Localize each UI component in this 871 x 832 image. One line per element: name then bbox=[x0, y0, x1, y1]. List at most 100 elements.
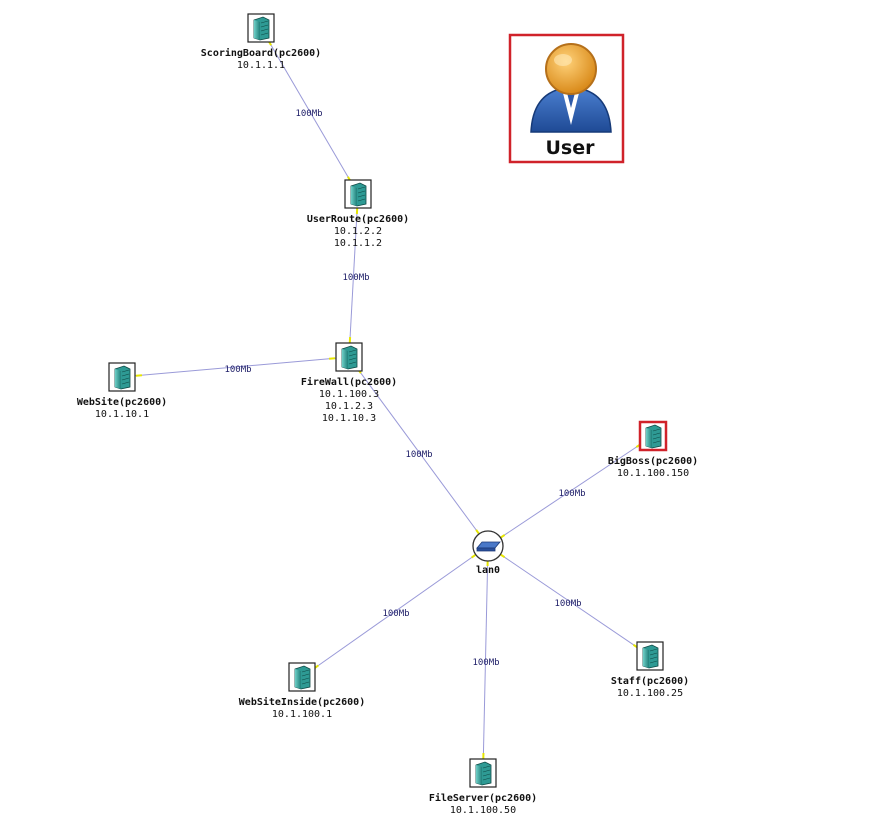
server-icon-vent bbox=[649, 656, 658, 660]
link-line bbox=[348, 193, 359, 358]
nodes-layer: ScoringBoard(pc2600)10.1.1.1UserRoute(pc… bbox=[77, 13, 698, 816]
server-icon bbox=[469, 758, 497, 788]
node-website: WebSite(pc2600)10.1.10.1 bbox=[77, 362, 167, 420]
node-name-label: FireWall(pc2600) bbox=[301, 376, 397, 388]
link-lan0-websiteinside: 100Mb bbox=[301, 545, 489, 678]
server-icon-vent bbox=[301, 681, 310, 685]
server-icon-face bbox=[295, 669, 301, 689]
node-bigboss: BigBoss(pc2600)10.1.100.150 bbox=[608, 420, 698, 479]
node-ip-label: 10.1.100.1 bbox=[272, 709, 332, 720]
server-icon-vent bbox=[357, 194, 366, 198]
user-icon bbox=[530, 43, 612, 133]
server-icon bbox=[335, 342, 363, 372]
server-icon-vent bbox=[301, 673, 310, 677]
user-callout: User bbox=[508, 33, 625, 164]
server-icon-vent bbox=[121, 373, 130, 377]
node-scoringboard: ScoringBoard(pc2600)10.1.1.1 bbox=[201, 13, 321, 71]
server-icon-vent bbox=[652, 436, 661, 440]
links-layer: 100Mb 100Mb 100Mb 100Mb 100Mb 100Mb 100Mb 100Mb bbox=[121, 27, 654, 774]
server-icon-vent bbox=[348, 361, 357, 365]
server-icon-vent bbox=[357, 190, 366, 194]
node-ip-label: 10.1.2.2 bbox=[334, 226, 382, 237]
server-icon-vent bbox=[348, 349, 357, 353]
server-icon-face bbox=[643, 648, 649, 668]
server-icon-vent bbox=[301, 669, 310, 673]
node-name-label: FileServer(pc2600) bbox=[429, 792, 537, 804]
link-line bbox=[121, 356, 350, 378]
lan-switch-icon bbox=[472, 530, 504, 562]
node-ip-label: 10.1.100.150 bbox=[617, 468, 689, 479]
server-icon-face bbox=[115, 369, 121, 389]
server-icon-vent bbox=[357, 198, 366, 202]
node-ip-label: 10.1.10.1 bbox=[95, 409, 149, 420]
server-icon-vent bbox=[652, 428, 661, 432]
server-icon-vent bbox=[482, 777, 491, 781]
node-ip-label: 10.1.10.3 bbox=[322, 413, 376, 424]
node-name-label: Staff(pc2600) bbox=[611, 676, 689, 687]
link-label: 100Mb bbox=[554, 599, 581, 609]
server-icon-vent bbox=[357, 186, 366, 190]
link-lan0-staff: 100Mb bbox=[487, 545, 651, 657]
user-label: User bbox=[546, 137, 596, 159]
server-icon-face bbox=[476, 765, 482, 785]
node-name-label: lan0 bbox=[476, 565, 500, 576]
server-icon-face bbox=[646, 428, 652, 448]
node-websiteinside: WebSiteInside(pc2600)10.1.100.1 bbox=[239, 662, 365, 720]
server-icon bbox=[344, 179, 372, 209]
node-name-label: WebSiteInside(pc2600) bbox=[239, 696, 365, 708]
server-icon-vent bbox=[482, 765, 491, 769]
server-icon bbox=[108, 362, 136, 392]
node-ip-label: 10.1.1.1 bbox=[237, 60, 285, 71]
link-lan0-fileserver: 100Mb bbox=[472, 545, 500, 774]
link-endpoint-marker bbox=[135, 374, 143, 377]
server-icon-vent bbox=[260, 32, 269, 36]
server-icon-vent bbox=[482, 769, 491, 773]
server-icon-vent bbox=[652, 432, 661, 436]
server-icon-vent bbox=[348, 353, 357, 357]
server-icon-face bbox=[254, 20, 260, 40]
server-icon-face bbox=[351, 186, 357, 206]
link-label: 100Mb bbox=[224, 365, 251, 375]
link-line bbox=[482, 545, 489, 774]
node-userroute: UserRoute(pc2600)10.1.2.210.1.1.2 bbox=[307, 179, 409, 249]
link-line bbox=[260, 27, 359, 195]
link-label: 100Mb bbox=[472, 658, 499, 668]
server-icon bbox=[636, 641, 664, 671]
link-label: 100Mb bbox=[342, 273, 369, 283]
server-icon-vent bbox=[649, 652, 658, 656]
node-lan0: lan0 bbox=[472, 530, 504, 576]
server-icon-vent bbox=[121, 369, 130, 373]
server-icon-vent bbox=[301, 677, 310, 681]
server-icon-vent bbox=[652, 440, 661, 444]
link-userroute-firewall: 100Mb bbox=[342, 193, 370, 358]
server-icon-vent bbox=[121, 377, 130, 381]
server-icon bbox=[288, 662, 316, 692]
node-fileserver: FileServer(pc2600)10.1.100.50 bbox=[429, 758, 537, 816]
node-ip-label: 10.1.2.3 bbox=[325, 401, 373, 412]
node-name-label: BigBoss(pc2600) bbox=[608, 455, 698, 467]
server-icon-vent bbox=[482, 773, 491, 777]
node-ip-label: 10.1.100.25 bbox=[617, 688, 683, 699]
server-icon-vent bbox=[121, 381, 130, 385]
node-ip-label: 10.1.100.50 bbox=[450, 805, 516, 816]
link-label: 100Mb bbox=[558, 489, 585, 499]
link-bigboss-lan0: 100Mb bbox=[487, 435, 654, 547]
link-endpoint-marker bbox=[328, 357, 336, 360]
link-label: 100Mb bbox=[405, 450, 432, 460]
server-icon-vent bbox=[260, 20, 269, 24]
link-label: 100Mb bbox=[382, 609, 409, 619]
server-icon bbox=[638, 420, 668, 452]
node-ip-label: 10.1.1.2 bbox=[334, 238, 382, 249]
link-line bbox=[348, 356, 489, 547]
node-staff: Staff(pc2600)10.1.100.25 bbox=[611, 641, 689, 699]
server-icon-vent bbox=[348, 357, 357, 361]
node-name-label: ScoringBoard(pc2600) bbox=[201, 47, 321, 59]
server-icon-face bbox=[342, 349, 348, 369]
link-line bbox=[301, 545, 489, 678]
server-icon-vent bbox=[649, 660, 658, 664]
link-label: 100Mb bbox=[295, 109, 322, 119]
link-line bbox=[487, 435, 654, 547]
lan-icon-front bbox=[476, 547, 496, 552]
link-line bbox=[487, 545, 651, 657]
